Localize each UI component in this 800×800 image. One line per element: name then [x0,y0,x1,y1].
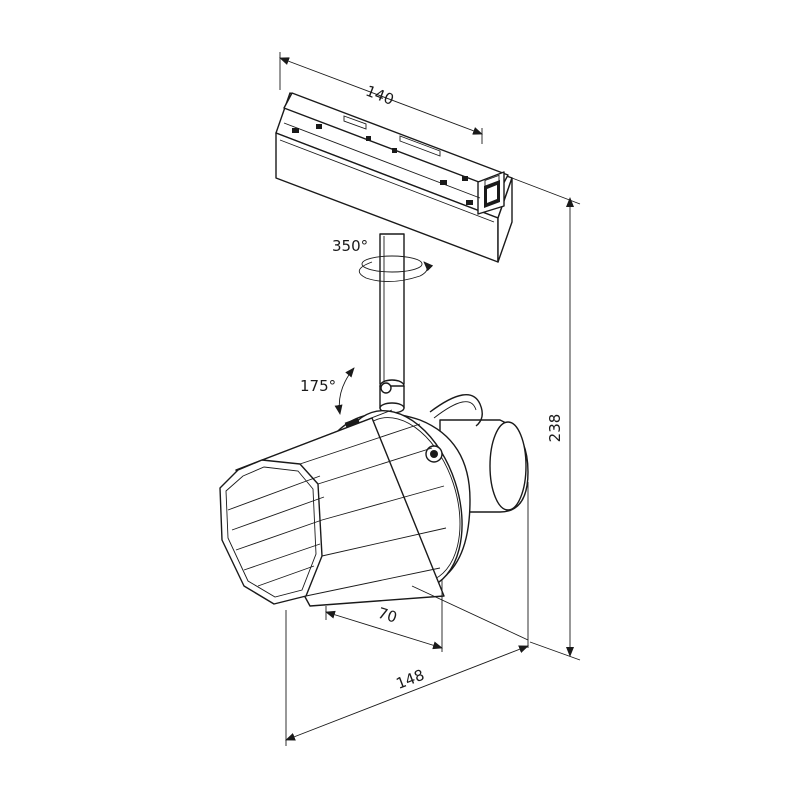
head-length-label: 70 [376,604,400,627]
rotation-angle-label: 350° [332,237,368,255]
height-label: 238 [546,414,564,443]
dimension-height: 238 [511,177,581,661]
dimension-width: 140 [279,52,483,144]
lamp-head [219,409,447,607]
head-ribs [227,409,447,597]
support-rod [361,233,423,414]
depth-label: 148 [394,666,427,693]
tilt-angle-label: 175° [300,377,336,395]
dimension-head-length: 70 [325,580,443,652]
rotation-indicator: 350° [332,237,434,282]
tilt-indicator: 175° [300,367,355,415]
width-label: 140 [363,82,396,109]
